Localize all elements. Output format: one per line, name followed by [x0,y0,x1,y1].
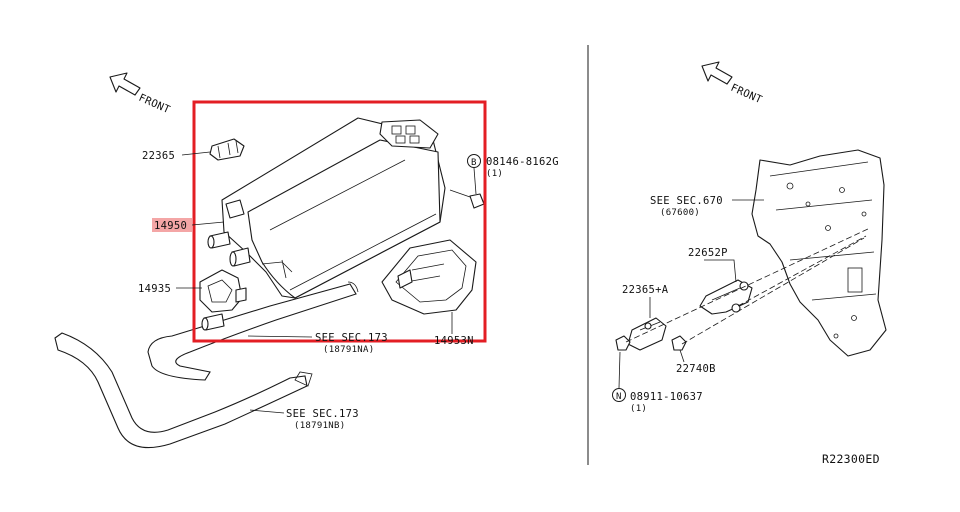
label-22365a: 22365+A [622,284,669,296]
part-14935-valve [199,269,247,331]
label-22365: 22365 [142,150,175,162]
part-14950-canister [207,117,446,299]
nut-08911-icon [615,335,631,351]
hose-18791na [147,281,359,381]
label-22652p: 22652P [688,247,728,259]
label-14950: 14950 [154,220,187,232]
label-22740b: 22740B [676,363,716,375]
part-22365-valve [209,138,245,161]
hose-18791nb [54,332,313,449]
front-label-right: FRONT [729,82,764,107]
part-14953n-filter [381,239,477,315]
front-arrow-icon [109,72,141,96]
badge-n-icon [612,388,626,402]
part-22652p-bracket [699,279,753,315]
front-arrow-right-icon [701,61,733,85]
label-08911-qty: (1) [630,404,647,414]
label-14935: 14935 [138,283,171,295]
badge-b: B [471,158,477,168]
label-14953n: 14953N [434,335,474,347]
body-panel-67600 [751,149,887,357]
badge-n: N [616,392,622,402]
label-see-sec-670: SEE SEC.670 [650,195,723,207]
label-see-sec-173-a: SEE SEC.173 [315,332,388,344]
front-label-left: FRONT [137,92,172,117]
label-see-sec-173-a-ref: (18791NA) [323,345,374,355]
diagram-code: R22300ED [822,452,880,466]
badge-b-icon [467,154,481,168]
label-08146-qty: (1) [486,169,503,179]
label-08146-8162g: 08146-8162G [486,156,559,168]
label-14950-highlight [152,218,192,232]
label-see-sec-173-b-ref: (18791NB) [294,421,345,431]
nut-22740b-icon [671,335,687,351]
label-see-sec-173-b: SEE SEC.173 [286,408,359,420]
part-22365a-sensor [627,317,667,351]
label-see-sec-670-ref: (67600) [660,208,700,218]
highlight-box [192,100,487,343]
bolt-08146-icon [449,189,485,209]
label-08911-10637: 08911-10637 [630,391,703,403]
